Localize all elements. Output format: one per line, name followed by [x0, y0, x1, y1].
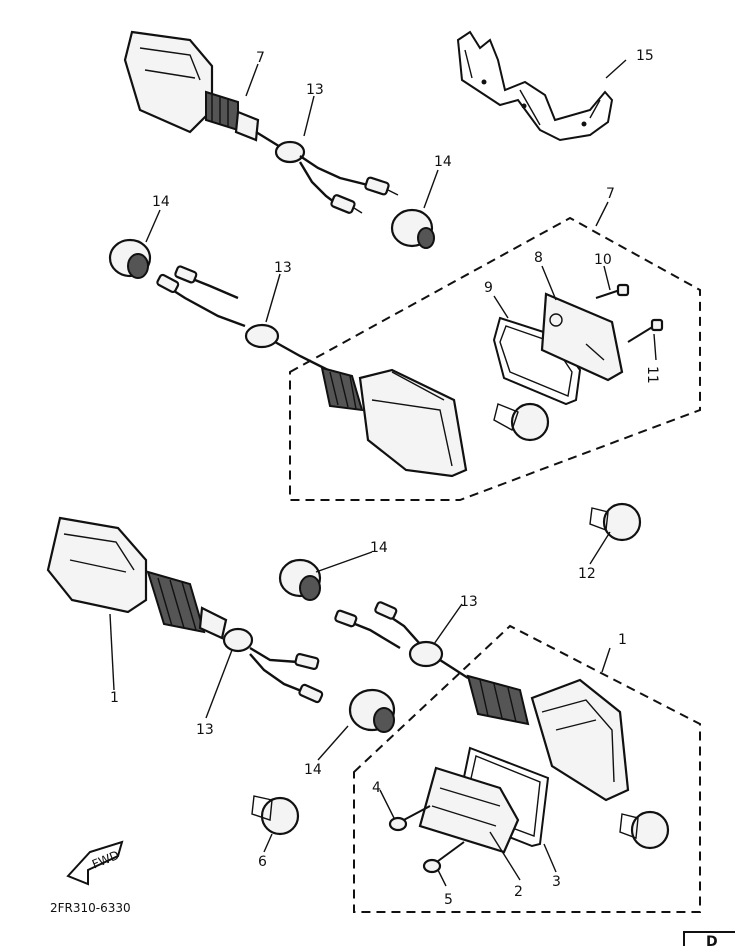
lens-part-2: [418, 766, 520, 854]
callout-7-top: 7: [256, 50, 265, 66]
callout-2: 2: [514, 884, 523, 900]
callout-15: 15: [636, 48, 654, 64]
callout-4: 4: [372, 780, 381, 796]
bracket-part-15: [456, 30, 614, 142]
screw-part-10: [595, 283, 630, 299]
callout-1-left: 1: [110, 690, 119, 706]
callout-7-group: 7: [606, 186, 615, 202]
callout-14-left: 14: [152, 194, 170, 210]
grommet-part-14-center: [278, 558, 322, 601]
grommet-part-14-lower: [348, 688, 396, 733]
callout-14-lower: 14: [304, 762, 322, 778]
callout-1-group: 1: [618, 632, 627, 648]
fwd-arrow-icon: [66, 840, 124, 886]
screw-part-4: [388, 805, 431, 832]
turn-signal-top-assembly: [123, 30, 399, 214]
turn-signal-middle-assembly: [156, 216, 701, 501]
callout-12: 12: [578, 566, 596, 582]
corner-letter: D: [706, 934, 718, 946]
reflector-part-8: [540, 292, 624, 382]
callout-13-mid: 13: [274, 260, 292, 276]
screw-part-5: [422, 841, 465, 874]
callout-8: 8: [534, 250, 543, 266]
turn-signal-lower-right-assembly: [334, 601, 701, 913]
leader-lines: [109, 59, 657, 887]
callout-6: 6: [258, 854, 267, 870]
bulb-part-6: [251, 795, 300, 836]
callout-3: 3: [552, 874, 561, 890]
screw-part-11: [627, 318, 664, 343]
bulb-part-12: [589, 502, 642, 542]
callout-14-top-right: 14: [434, 154, 452, 170]
grommet-part-14-left: [108, 238, 152, 279]
corner-tab: [683, 931, 735, 950]
callout-14-center: 14: [370, 540, 388, 556]
callout-13-top: 13: [306, 82, 324, 98]
drawing-code: 2FR310-6330: [50, 901, 131, 915]
callout-13-lower-center: 13: [460, 594, 478, 610]
callout-9: 9: [484, 280, 493, 296]
callout-5: 5: [444, 892, 453, 908]
callout-11: 11: [644, 366, 660, 384]
callout-13-lower-left: 13: [196, 722, 214, 738]
callout-10: 10: [594, 252, 612, 268]
turn-signal-lower-left-assembly: [46, 516, 324, 704]
grommet-part-14-top: [390, 208, 435, 249]
